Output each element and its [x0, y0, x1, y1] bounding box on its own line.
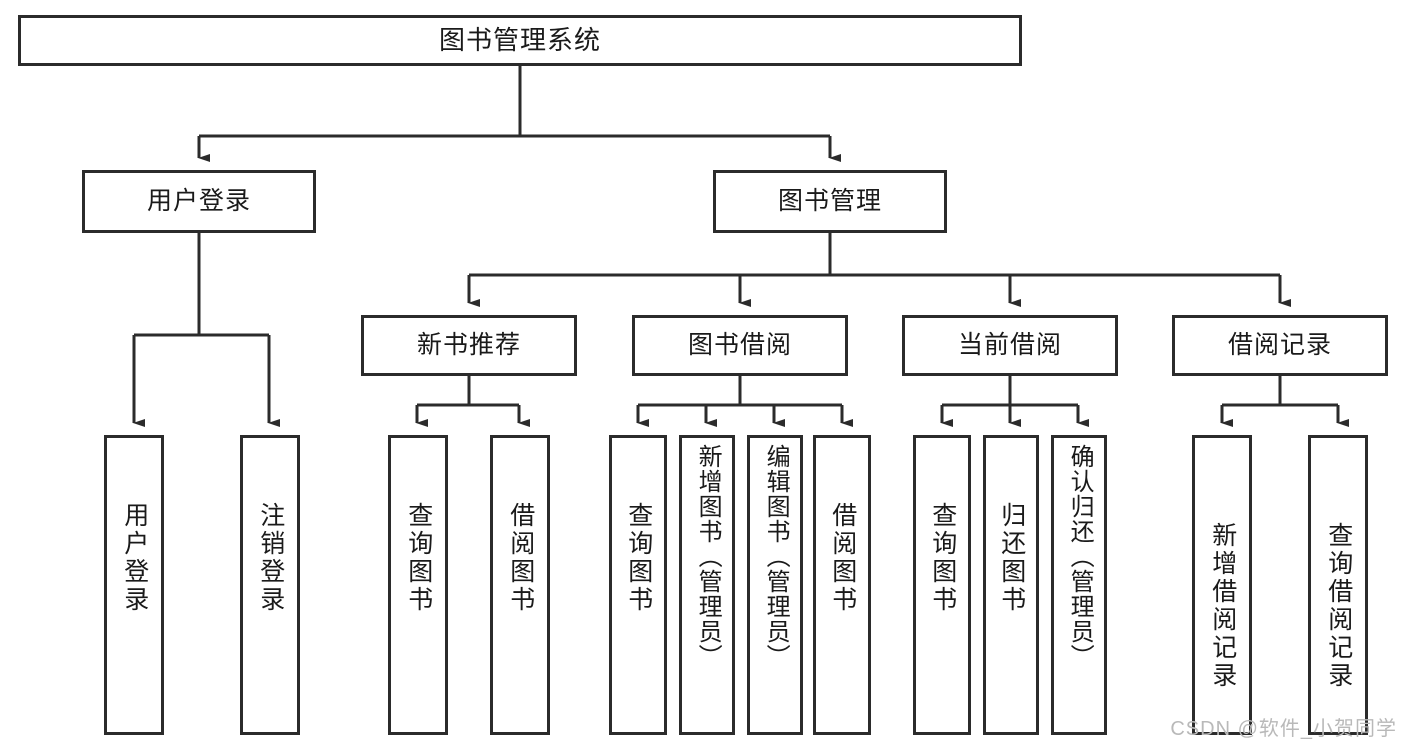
- leaf-confirm-return-admin[interactable]: 确认归还（管理员）: [1051, 435, 1107, 735]
- node-label: 用户登录: [120, 502, 149, 614]
- leaf-borrow-book-recommend[interactable]: 借阅图书: [490, 435, 550, 735]
- node-label: 查询图书: [404, 502, 433, 614]
- node-root-system[interactable]: 图书管理系统: [18, 15, 1022, 66]
- node-book-borrow[interactable]: 图书借阅: [632, 315, 848, 376]
- leaf-add-borrow-record[interactable]: 新增借阅记录: [1192, 435, 1252, 735]
- leaf-query-book-current[interactable]: 查询图书: [913, 435, 971, 735]
- node-label: 图书管理: [777, 187, 882, 216]
- leaf-borrow-book[interactable]: 借阅图书: [813, 435, 871, 735]
- node-label: 查询图书: [928, 502, 957, 614]
- leaf-query-book-borrow[interactable]: 查询图书: [609, 435, 667, 735]
- node-label: 图书借阅: [687, 331, 792, 360]
- node-borrow-record[interactable]: 借阅记录: [1172, 315, 1388, 376]
- node-label: 图书管理系统: [438, 24, 601, 55]
- node-label: 当前借阅: [957, 331, 1062, 360]
- node-label: 查询图书: [624, 502, 653, 614]
- leaf-user-login[interactable]: 用户登录: [104, 435, 164, 735]
- node-label: 编辑图书（管理员）: [762, 444, 790, 669]
- node-label: 查询借阅记录: [1324, 522, 1353, 690]
- leaf-logout[interactable]: 注销登录: [240, 435, 300, 735]
- node-current-borrow[interactable]: 当前借阅: [902, 315, 1118, 376]
- node-label: 借阅记录: [1227, 331, 1332, 360]
- leaf-add-book-admin[interactable]: 新增图书（管理员）: [679, 435, 735, 735]
- csdn-watermark: CSDN @软件_小贺同学: [1170, 718, 1397, 740]
- node-label: 新书推荐: [416, 331, 521, 360]
- node-label: 新增图书（管理员）: [694, 444, 722, 669]
- node-label: 新增借阅记录: [1208, 522, 1237, 690]
- leaf-query-borrow-record[interactable]: 查询借阅记录: [1308, 435, 1368, 735]
- node-new-book-recommend[interactable]: 新书推荐: [361, 315, 577, 376]
- node-label: 归还图书: [997, 502, 1026, 614]
- leaf-edit-book-admin[interactable]: 编辑图书（管理员）: [747, 435, 803, 735]
- node-book-management[interactable]: 图书管理: [713, 170, 947, 233]
- node-label: 借阅图书: [828, 502, 857, 614]
- node-label: 用户登录: [146, 187, 251, 216]
- node-label: 确认归还（管理员）: [1066, 444, 1094, 669]
- node-user-login[interactable]: 用户登录: [82, 170, 316, 233]
- leaf-return-book[interactable]: 归还图书: [983, 435, 1039, 735]
- node-label: 借阅图书: [506, 502, 535, 614]
- node-label: 注销登录: [256, 502, 285, 614]
- leaf-query-book-recommend[interactable]: 查询图书: [388, 435, 448, 735]
